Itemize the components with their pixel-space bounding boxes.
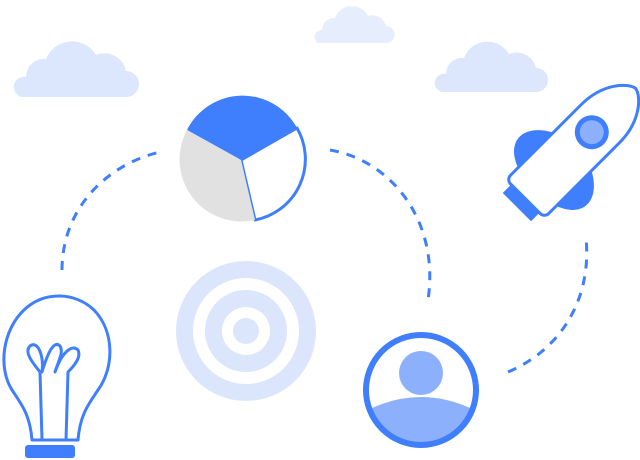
cloud-icon	[314, 6, 395, 44]
rocket-icon	[502, 83, 640, 222]
pie-chart-icon	[179, 95, 307, 222]
target-icon	[176, 261, 316, 401]
dashed-connectors	[60, 148, 589, 374]
lightbulb-icon	[2, 294, 112, 458]
cloud-icon	[13, 41, 139, 97]
cloud-icon	[434, 41, 548, 92]
user-avatar-icon	[363, 332, 479, 448]
